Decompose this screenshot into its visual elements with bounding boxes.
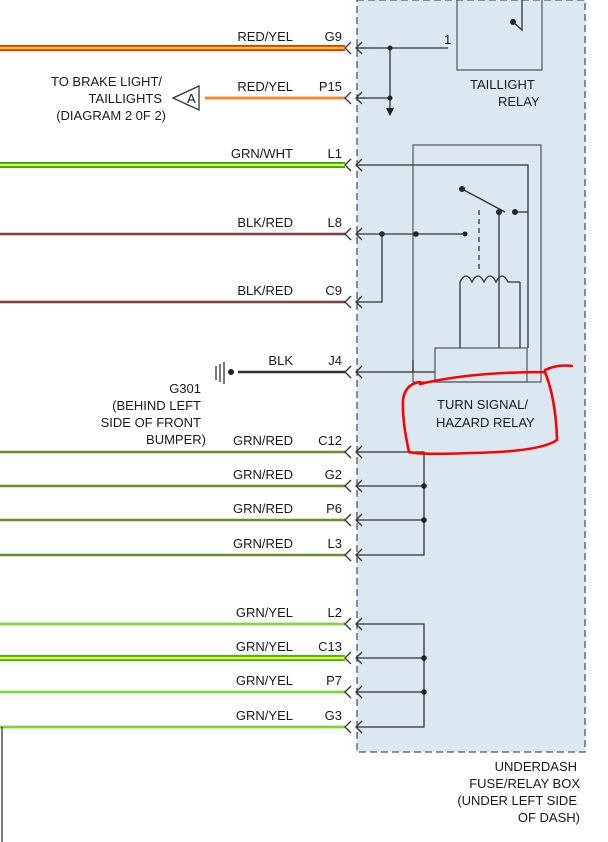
wire-pin-label: G2 <box>325 467 342 482</box>
ground-label-3: SIDE OF FRONT <box>101 415 201 430</box>
highlight-circle <box>401 364 574 456</box>
brake-light-label-1: TO BRAKE LIGHT/ <box>51 74 162 89</box>
brake-light-connector[interactable]: A TO BRAKE LIGHT/ TAILLIGHTS (DIAGRAM 2 … <box>51 74 200 123</box>
wire-pin-label: G3 <box>325 708 342 723</box>
wire-color-label: GRN/WHT <box>231 146 293 161</box>
wire-l1: GRN/WHT L1 <box>0 146 365 172</box>
wire-pin-label: C9 <box>325 283 342 298</box>
wire-g9: RED/YEL G9 <box>0 29 365 55</box>
wire-c13: GRN/YEL C13 <box>0 639 365 665</box>
wire-p7: GRN/YEL P7 <box>0 673 365 699</box>
ground-label-1: G301 <box>169 381 201 396</box>
taillight-relay: 1 TAILLIGHT RELAY <box>372 0 543 109</box>
turn-relay-label-2: HAZARD RELAY <box>436 415 535 430</box>
ground-arrow-icon <box>386 108 394 116</box>
wire-pin-label: L2 <box>328 605 342 620</box>
wire-color-label: RED/YEL <box>237 29 293 44</box>
ground-g301: G301 (BEHIND LEFT SIDE OF FRONT BUMPER) <box>101 362 234 447</box>
wire-color-label: RED/YEL <box>237 79 293 94</box>
wire-color-label: BLK/RED <box>237 283 293 298</box>
taillight-relay-label-2: RELAY <box>498 94 540 109</box>
wire-color-label: GRN/RED <box>233 433 293 448</box>
wire-c9: BLK/RED C9 <box>0 283 365 309</box>
fuse-box-label-4: OF DASH) <box>518 810 580 825</box>
wire-color-label: BLK/RED <box>237 215 293 230</box>
wire-g3: GRN/YEL G3 <box>0 708 365 734</box>
fuse-box-label-2: FUSE/RELAY BOX <box>469 776 580 791</box>
wire-j4: BLK J4 <box>238 353 365 379</box>
wire-pin-label: P15 <box>319 79 342 94</box>
ground-label-4: BUMPER) <box>146 432 206 447</box>
wire-color-label: BLK <box>268 353 293 368</box>
wire-pin-label: J4 <box>328 353 342 368</box>
wire-pin-label: L1 <box>328 146 342 161</box>
wire-pin-label: L8 <box>328 215 342 230</box>
wire-color-label: GRN/RED <box>233 536 293 551</box>
wire-l8: BLK/RED L8 <box>0 215 365 241</box>
fuse-box-label-1: UNDERDASH <box>495 759 577 774</box>
wire-pin-label: C12 <box>318 433 342 448</box>
turn-relay-label-1: TURN SIGNAL/ <box>437 397 528 412</box>
wire-pin-label: G9 <box>325 29 342 44</box>
turn-signal-relay: TURN SIGNAL/ HAZARD RELAY <box>365 144 542 430</box>
brake-light-label-3: (DIAGRAM 2 0F 2) <box>56 108 166 123</box>
wire-p6: GRN/RED P6 <box>0 501 365 527</box>
grn-red-bus <box>365 451 427 556</box>
wire-pin-label: L3 <box>328 536 342 551</box>
brake-light-label-2: TAILLIGHTS <box>89 91 163 106</box>
wire-pin-label: P6 <box>326 501 342 516</box>
wire-color-label: GRN/YEL <box>236 673 293 688</box>
wire-p15: RED/YEL P15 <box>205 79 365 105</box>
taillight-pin-label: 1 <box>444 32 451 47</box>
grn-yel-bus <box>365 623 427 728</box>
wire-g2: GRN/RED G2 <box>0 467 365 493</box>
wire-pin-label: P7 <box>326 673 342 688</box>
ground-label-2: (BEHIND LEFT <box>112 398 201 413</box>
connector-a-label: A <box>187 91 196 106</box>
taillight-bus <box>362 45 394 116</box>
fuse-box-label: UNDERDASH FUSE/RELAY BOX (UNDER LEFT SID… <box>457 759 580 825</box>
wire-color-label: GRN/RED <box>233 501 293 516</box>
wire-l3: GRN/RED L3 <box>0 536 365 562</box>
wire-color-label: GRN/YEL <box>236 605 293 620</box>
wire-color-label: GRN/RED <box>233 467 293 482</box>
wire-pin-label: C13 <box>318 639 342 654</box>
taillight-relay-label-1: TAILLIGHT <box>470 77 535 92</box>
wire-c12: GRN/RED C12 <box>0 433 365 459</box>
blk-red-junction <box>365 231 419 303</box>
fuse-box-label-3: (UNDER LEFT SIDE <box>457 793 577 808</box>
connector-a-triangle-icon <box>171 84 200 112</box>
wire-l2: GRN/YEL L2 <box>0 605 365 631</box>
wire-color-label: GRN/YEL <box>236 639 293 654</box>
wire-color-label: GRN/YEL <box>236 708 293 723</box>
